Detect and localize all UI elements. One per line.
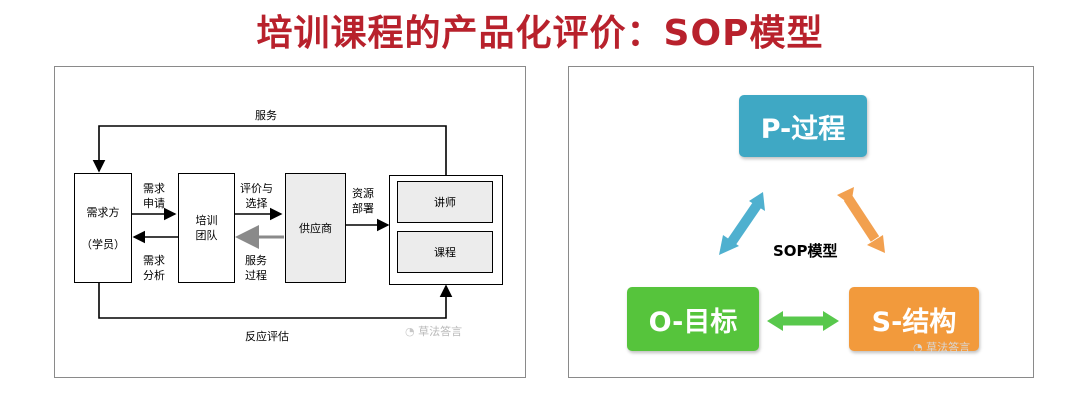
- watermark-right: ◔ 草法答言: [913, 339, 970, 355]
- lecturer-box: 讲师: [397, 181, 493, 223]
- training-team-box: 培训 团队: [178, 173, 235, 283]
- watermark-left-text: 草法答言: [418, 325, 463, 338]
- arrow-o-s: [767, 311, 839, 331]
- need-apply-label: 需求 申请: [143, 182, 165, 210]
- watermark-right-text: 草法答言: [926, 341, 971, 354]
- service-process-label: 服务 过程: [245, 254, 267, 282]
- course-box: 课程: [397, 231, 493, 273]
- wechat-icon: ◔: [913, 341, 923, 354]
- sop-model-center-label: SOP模型: [773, 242, 838, 260]
- learner-label: 需求方: [86, 206, 120, 219]
- eval-select-label: 评价与 选择: [240, 182, 273, 210]
- need-analyze-label: 需求 分析: [143, 254, 165, 282]
- feedback-label: 反应评估: [245, 330, 289, 343]
- resource-deploy-label: 资源 部署: [352, 187, 374, 215]
- arrow-p-s: [837, 187, 885, 253]
- structure-card: S-结构: [849, 287, 979, 351]
- page-title: 培训课程的产品化评价：SOP模型: [256, 13, 824, 54]
- service-loop-line: [92, 125, 447, 175]
- process-card: P-过程: [739, 95, 867, 157]
- feedback-loop-line: [98, 283, 453, 319]
- objective-card: O-目标: [627, 287, 759, 351]
- flow-connectors: [92, 125, 453, 319]
- supplier-box: 供应商: [285, 173, 346, 283]
- service-label: 服务: [255, 109, 277, 122]
- learner-sublabel: （学员）: [81, 238, 125, 251]
- learner-box: 需求方 （学员）: [74, 173, 132, 283]
- arrow-p-o: [719, 192, 765, 255]
- sop-arrows: [719, 187, 885, 331]
- wechat-icon: ◔: [405, 325, 415, 338]
- watermark-left: ◔ 草法答言: [405, 323, 462, 339]
- training-flow-diagram: 服务 反应评估 需求方 （学员） 需求 申请 需求 分析 培训 团队 评价与 选…: [54, 66, 526, 378]
- sop-model-diagram: P-过程 O-目标 S-结构 SOP模型 ◔ 草法答言: [568, 66, 1034, 378]
